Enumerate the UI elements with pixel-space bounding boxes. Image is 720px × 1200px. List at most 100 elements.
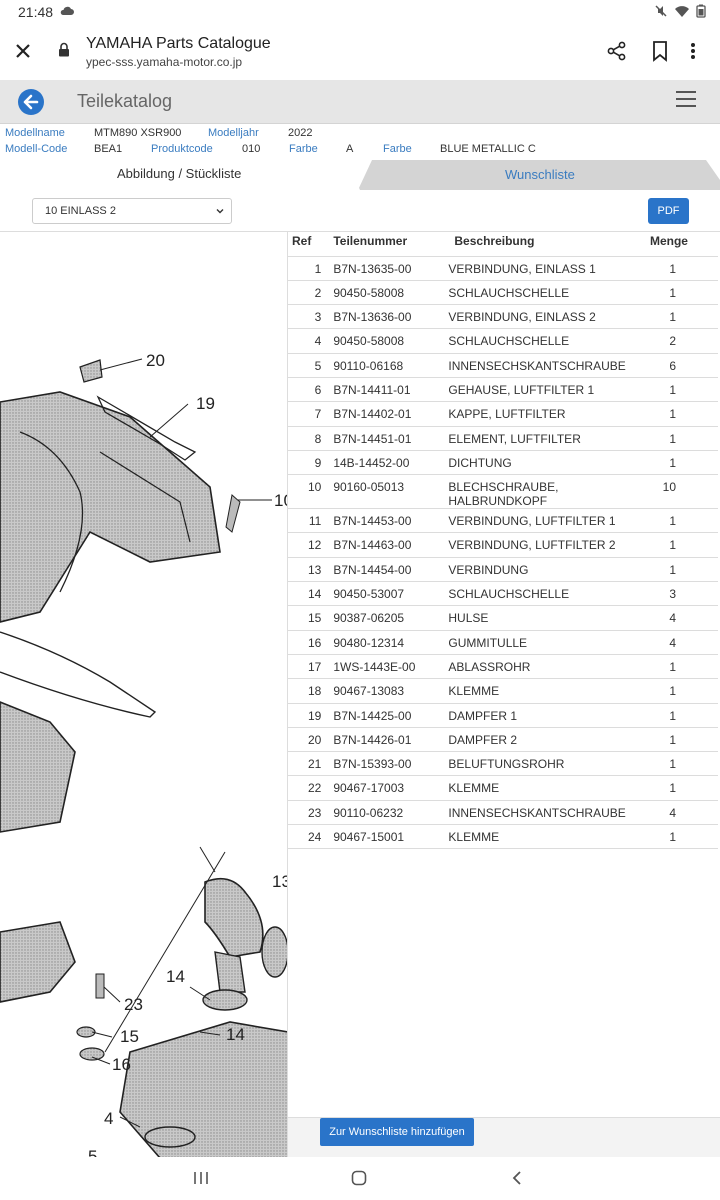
hamburger-menu-icon[interactable] [676, 91, 696, 111]
callout-16[interactable]: 16 [112, 1055, 131, 1074]
model-info: Modellname MTM890 XSR900 Modelljahr 2022… [0, 125, 720, 160]
ref-cell: 16 [288, 629, 334, 655]
ref-cell: 15 [288, 605, 334, 631]
part-number-cell: B7N-13636-00 [333, 304, 445, 329]
pdf-button[interactable]: PDF [648, 198, 689, 224]
quantity-cell: 1 [649, 508, 718, 533]
callout-15[interactable]: 15 [120, 1027, 139, 1046]
produktcode-label: Produktcode [151, 143, 213, 155]
recent-apps-icon[interactable] [193, 1171, 209, 1185]
callout-14b[interactable]: 14 [226, 1025, 245, 1044]
tab-wunschliste[interactable]: Wunschliste [505, 167, 575, 182]
description-cell: ABLASSROHR [444, 653, 650, 679]
callout-5[interactable]: 5 [88, 1147, 97, 1157]
description-cell: VERBINDUNG [444, 556, 650, 582]
description-cell: GEHAUSE, LUFTFILTER 1 [444, 376, 650, 402]
battery-icon [696, 4, 706, 18]
assembly-select[interactable]: 10 EINLASS 2 [32, 198, 232, 224]
ref-cell: 22 [288, 775, 334, 801]
header-menge: Menge [649, 234, 688, 248]
description-cell: DAMPFER 2 [444, 726, 650, 752]
quantity-cell: 6 [649, 352, 718, 378]
page-title: Teilekatalog [77, 91, 173, 111]
description-cell: VERBINDUNG, EINLASS 1 [444, 255, 650, 281]
callout-13[interactable]: 13 [272, 872, 288, 891]
part-number-cell: 90467-13083 [333, 678, 445, 704]
quantity-cell: 1 [649, 653, 718, 679]
description-cell: VERBINDUNG, LUFTFILTER 1 [444, 508, 650, 533]
callout-4[interactable]: 4 [104, 1109, 113, 1128]
part-number-cell: 90480-12314 [333, 629, 445, 655]
tab-abbildung-stueckliste[interactable]: Abbildung / Stückliste [117, 166, 242, 181]
quantity-cell: 1 [649, 255, 718, 281]
browser-url[interactable]: ypec-sss.yamaha-motor.co.jp [86, 55, 243, 69]
ref-cell: 11 [288, 508, 334, 533]
more-icon[interactable] [690, 40, 696, 62]
part-number-cell: B7N-13635-00 [333, 255, 445, 281]
modellname-label: Modellname [5, 127, 65, 139]
lock-icon[interactable] [58, 42, 70, 57]
quantity-cell: 1 [649, 775, 718, 801]
share-icon[interactable] [606, 40, 628, 62]
part-number-cell: 1WS-1443E-00 [333, 653, 445, 679]
browser-bar: YAMAHA Parts Catalogue ypec-sss.yamaha-m… [0, 24, 720, 80]
quantity-cell: 1 [649, 702, 718, 728]
wifi-icon [675, 6, 689, 17]
callout-19[interactable]: 19 [196, 394, 215, 413]
bookmark-icon[interactable] [650, 40, 670, 62]
callout-23[interactable]: 23 [124, 995, 143, 1014]
back-button[interactable] [18, 89, 44, 115]
ref-cell: 24 [288, 824, 334, 850]
description-cell: DAMPFER 1 [444, 702, 650, 728]
description-cell: SCHLAUCHSCHELLE [444, 279, 650, 305]
quantity-cell: 1 [649, 425, 718, 451]
part-number-cell: 90160-05013 [333, 474, 445, 509]
close-icon[interactable] [12, 40, 34, 62]
chevron-down-icon [216, 209, 224, 214]
ref-cell: 7 [288, 401, 334, 427]
ref-cell: 1 [288, 255, 334, 281]
ref-cell: 12 [288, 532, 334, 558]
callout-20[interactable]: 20 [146, 351, 165, 370]
part-number-cell: B7N-14451-01 [333, 425, 445, 451]
callout-14[interactable]: 14 [166, 967, 185, 986]
home-icon[interactable] [351, 1170, 367, 1186]
ref-cell: 10 [288, 474, 334, 509]
parts-diagram[interactable]: 20 19 10 13 14 23 15 16 14 4 5 [0, 231, 288, 1157]
nav-back-icon[interactable] [512, 1170, 522, 1186]
description-cell: BLECHSCHRAUBE, HALBRUNDKOPF [444, 474, 650, 509]
quantity-cell: 1 [649, 726, 718, 752]
quantity-cell: 3 [649, 581, 718, 606]
system-nav-bar [0, 1157, 720, 1200]
part-number-cell: B7N-14463-00 [333, 532, 445, 558]
callout-10[interactable]: 10 [274, 491, 288, 510]
add-to-wishlist-button[interactable]: Zur Wunschliste hinzufügen [320, 1118, 474, 1146]
ref-cell: 6 [288, 376, 334, 402]
